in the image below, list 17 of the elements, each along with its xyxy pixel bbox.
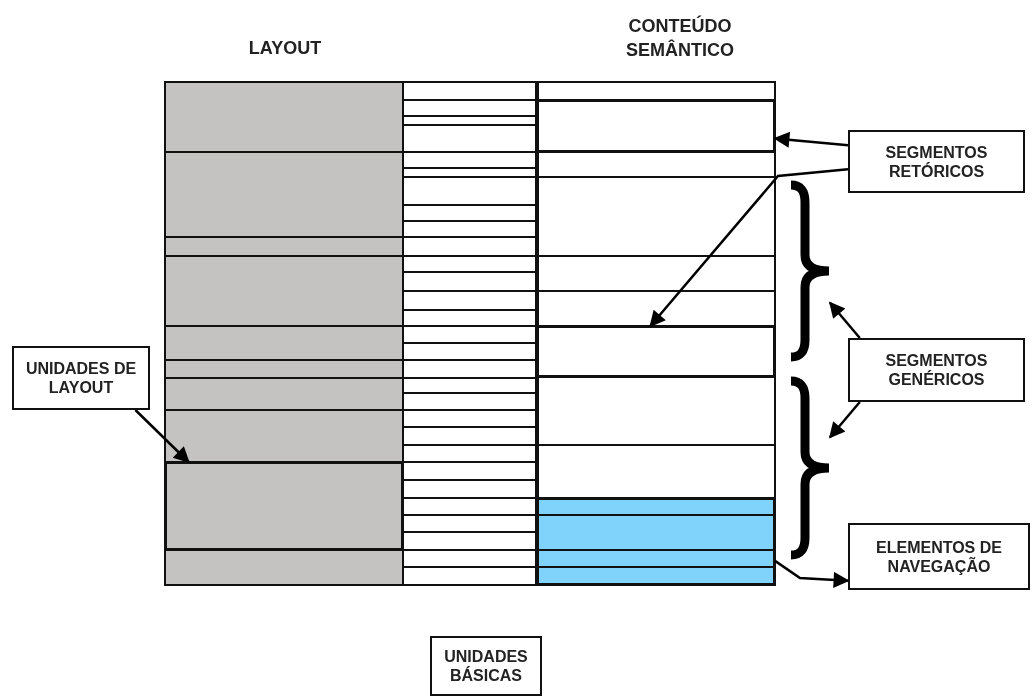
callout-box: ELEMENTOS DE NAVEGAÇÃO: [848, 523, 1030, 590]
column-heading: LAYOUT: [247, 37, 323, 60]
callout-box: UNIDADES DE LAYOUT: [12, 346, 150, 410]
arrow: [649, 167, 849, 328]
arrow: [774, 559, 850, 588]
arrow: [828, 401, 861, 439]
text-segment: [537, 326, 775, 377]
arrow: [828, 301, 861, 339]
callout-box: SEGMENTOS GENÉRICOS: [848, 338, 1025, 402]
arrow: [773, 131, 849, 148]
callout-box: SEGMENTOS RETÓRICOS: [848, 130, 1025, 193]
layout-unit: [165, 462, 403, 550]
arrow: [134, 409, 190, 464]
column-heading: CONTEÚDO SEMÂNTICO: [625, 14, 735, 62]
callout-box: UNIDADES BÁSICAS: [430, 636, 542, 696]
navigation-area: [537, 498, 775, 585]
text-segment: [537, 100, 775, 152]
